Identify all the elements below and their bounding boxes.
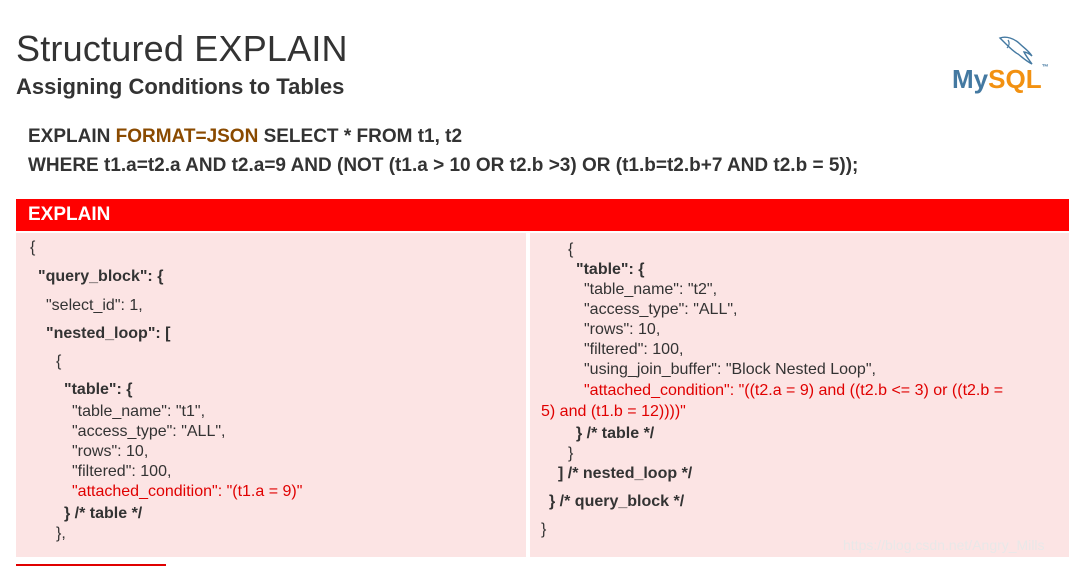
- query-format-keyword: FORMAT=JSON: [115, 126, 259, 147]
- code-line: },: [56, 525, 66, 542]
- code-line: ] /* nested_loop */: [558, 465, 693, 482]
- code-line: "nested_loop": [: [46, 325, 171, 342]
- logo-my: My: [952, 64, 989, 94]
- code-line: } /* table */: [64, 505, 143, 522]
- code-line: "select_id": 1,: [46, 297, 143, 314]
- watermark: https://blog.csdn.net/Angry_Mills: [843, 537, 1045, 553]
- code-line: "filtered": 100,: [72, 463, 172, 480]
- logo-tm: ™: [1041, 64, 1049, 71]
- query-explain-keyword: EXPLAIN: [28, 126, 116, 147]
- dolphin-icon: [998, 36, 1033, 65]
- code-line: "rows": 10,: [584, 321, 661, 338]
- query-line-2: WHERE t1.a=t2.a AND t2.a=9 AND (NOT (t1.…: [28, 155, 859, 176]
- code-line: "access_type": "ALL",: [584, 301, 738, 318]
- attached-condition-t1: "attached_condition": "(t1.a = 9)": [72, 483, 303, 500]
- mysql-logo-text: MySQL™: [952, 64, 1049, 95]
- code-line: "filtered": 100,: [584, 341, 684, 358]
- query-select-clause: SELECT * FROM t1, t2: [258, 126, 463, 147]
- mysql-logo: MySQL™: [950, 34, 1050, 104]
- page-title: Structured EXPLAIN: [16, 28, 348, 69]
- logo-sql: SQL: [988, 64, 1042, 94]
- code-line: } /* query_block */: [549, 493, 685, 510]
- code-line: "rows": 10,: [72, 443, 149, 460]
- code-line: "table": {: [576, 261, 645, 278]
- code-line: {: [30, 239, 36, 256]
- code-line: "access_type": "ALL",: [72, 423, 226, 440]
- attached-condition-t2-cont: 5) and (t1.b = 12))))": [541, 403, 686, 420]
- page-subtitle: Assigning Conditions to Tables: [16, 74, 345, 99]
- footer-divider: [16, 564, 166, 566]
- code-line: "table_name": "t1",: [72, 403, 206, 420]
- explain-output-right: [530, 233, 1069, 557]
- code-line: {: [568, 241, 574, 258]
- explain-output-left: [16, 233, 526, 557]
- code-line: {: [56, 353, 62, 370]
- query-line-1: EXPLAIN FORMAT=JSON SELECT * FROM t1, t2: [28, 126, 462, 148]
- code-line: } /* table */: [576, 425, 655, 442]
- explain-header-bar: EXPLAIN: [16, 199, 1069, 231]
- code-line: }: [568, 445, 574, 462]
- code-line: "table": {: [64, 381, 133, 398]
- explain-header-label: EXPLAIN: [28, 204, 111, 225]
- code-line: }: [541, 521, 547, 538]
- code-line: "using_join_buffer": "Block Nested Loop"…: [584, 361, 876, 378]
- code-line: "query_block": {: [38, 268, 164, 285]
- attached-condition-t2: "attached_condition": "((t2.a = 9) and (…: [584, 382, 1004, 399]
- code-line: "table_name": "t2",: [584, 281, 718, 298]
